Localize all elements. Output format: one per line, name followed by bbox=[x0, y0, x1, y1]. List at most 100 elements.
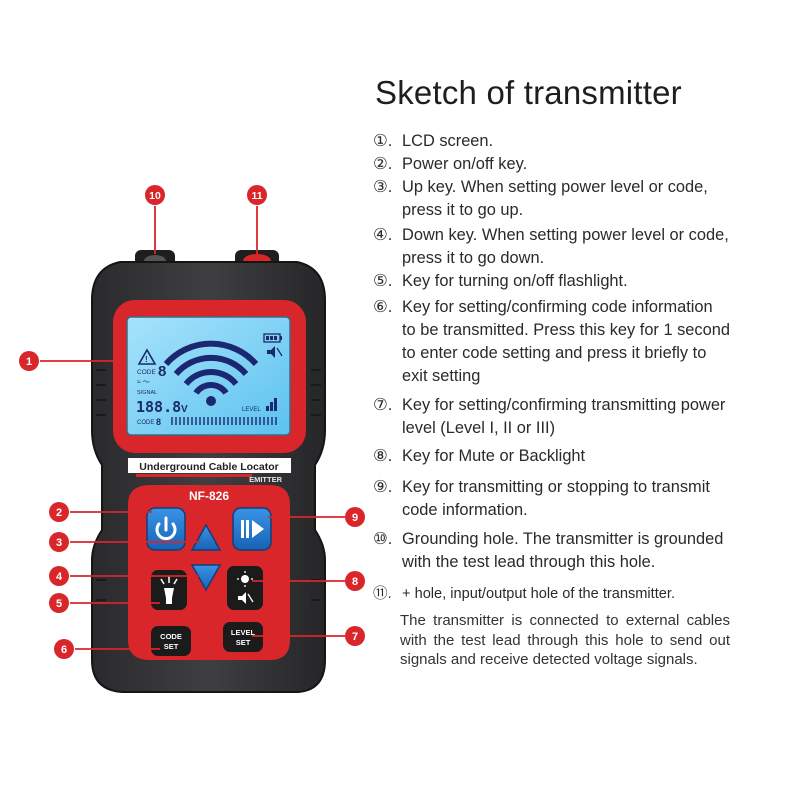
svg-text:8: 8 bbox=[352, 576, 358, 588]
warning-icon bbox=[137, 348, 157, 365]
item-number: ⑤. bbox=[373, 272, 393, 290]
item-number: ②. bbox=[373, 155, 393, 173]
item-line: Key for turning on/off flashlight. bbox=[402, 272, 628, 290]
item-line: code information. bbox=[402, 501, 528, 519]
item-number: ⑩. bbox=[373, 530, 393, 548]
level-bars-icon bbox=[266, 398, 277, 411]
list-item: ④. Down key. When setting power level or… bbox=[373, 224, 729, 270]
item-line: Down key. When setting power level or co… bbox=[402, 226, 729, 244]
lcd-screen bbox=[126, 316, 291, 436]
item-line: press it to go up. bbox=[402, 201, 524, 219]
item-number: ③. bbox=[373, 178, 393, 196]
label-band bbox=[128, 458, 291, 473]
list-item: ③. Up key. When setting power level or c… bbox=[373, 176, 708, 222]
svg-text:4: 4 bbox=[56, 571, 63, 583]
svg-text:2: 2 bbox=[56, 507, 62, 519]
item-line: exit setting bbox=[402, 367, 481, 385]
item-number: ⑨. bbox=[373, 478, 393, 496]
callout-10: 10 bbox=[145, 185, 165, 205]
lcd-voltage: 188.8 bbox=[136, 398, 181, 416]
signal-wave-icon bbox=[163, 340, 259, 395]
callout-11: 11 bbox=[247, 185, 267, 205]
play-pause-icon bbox=[241, 520, 244, 538]
item-line: Key for Mute or Backlight bbox=[402, 447, 586, 465]
model-label: NF-826 bbox=[189, 489, 229, 503]
page-title: Sketch of transmitter bbox=[375, 74, 682, 111]
callout-lines bbox=[40, 206, 345, 650]
list-item: ⑪. + hole, input/output hole of the tran… bbox=[373, 583, 675, 606]
callout-9: 9 bbox=[345, 507, 365, 527]
callout-3: 3 bbox=[49, 532, 69, 552]
item-number: ⑥. bbox=[373, 298, 393, 316]
item-line: Grounding hole. The transmitter is groun… bbox=[402, 530, 724, 548]
svg-text:1: 1 bbox=[26, 356, 32, 368]
svg-text:!: ! bbox=[145, 355, 148, 364]
item-line: Up key. When setting power level or code… bbox=[402, 178, 708, 196]
list-item: ⑥. Key for setting/confirming code infor… bbox=[373, 296, 730, 388]
item-line: Power on/off key. bbox=[402, 155, 528, 173]
callout-2: 2 bbox=[49, 502, 69, 522]
lcd-code-value: 8 bbox=[158, 363, 166, 380]
callout-8: 8 bbox=[345, 571, 365, 591]
list-item: ⑤. Key for turning on/off flashlight. bbox=[373, 270, 628, 293]
lcd-contents: ! CODE 8 ≈ ～ SIGNAL 188.8 V LEVEL CODE 8 bbox=[136, 333, 283, 427]
list-item: ①. LCD screen. bbox=[373, 130, 493, 153]
list-item: ⑩. Grounding hole. The transmitter is gr… bbox=[373, 528, 723, 574]
lcd-code-bottom-value: 8 bbox=[156, 417, 161, 427]
mute-backlight-key[interactable] bbox=[227, 566, 263, 610]
item-number: ⑧. bbox=[373, 447, 393, 465]
list-item: ⑨. Key for transmitting or stopping to t… bbox=[373, 476, 710, 522]
item-line: Key for transmitting or stopping to tran… bbox=[402, 478, 710, 496]
brand-line: Underground Cable Locator bbox=[139, 461, 278, 473]
lcd-signal-label: SIGNAL bbox=[137, 390, 157, 396]
lcd-code-bottom-label: CODE bbox=[137, 420, 154, 426]
mute-speaker-icon bbox=[238, 592, 246, 604]
item-line: Key for setting/confirming code informat… bbox=[402, 298, 713, 316]
flashlight-key[interactable] bbox=[151, 570, 187, 610]
svg-text:7: 7 bbox=[352, 631, 358, 643]
callout-6: 6 bbox=[54, 639, 74, 659]
svg-text:10: 10 bbox=[149, 190, 161, 202]
item-line: to be transmitted. Press this key for 1 … bbox=[402, 321, 730, 339]
item-number: ①. bbox=[373, 132, 393, 150]
flashlight-icon bbox=[164, 588, 174, 598]
level-set-line2: SET bbox=[236, 638, 251, 647]
transmit-button[interactable] bbox=[232, 507, 272, 551]
svg-text:6: 6 bbox=[61, 644, 67, 656]
up-key[interactable] bbox=[190, 523, 222, 551]
lcd-code-label: CODE bbox=[137, 369, 156, 376]
callout-5: 5 bbox=[49, 593, 69, 613]
list-item: ⑧. Key for Mute or Backlight bbox=[373, 445, 585, 468]
callout-7: 7 bbox=[345, 626, 365, 646]
item-line: press it to go down. bbox=[402, 249, 545, 267]
item-line: to enter code setting and press it brief… bbox=[402, 344, 707, 362]
code-set-line1: CODE bbox=[160, 632, 182, 641]
item-line: level (Level I, II or III) bbox=[402, 419, 556, 437]
power-button[interactable] bbox=[146, 507, 186, 551]
wave-icon: ≈ ～ bbox=[137, 379, 150, 386]
svg-text:11: 11 bbox=[251, 190, 262, 202]
code-set-key[interactable]: CODE SET bbox=[151, 626, 191, 656]
down-key[interactable] bbox=[190, 564, 222, 592]
item-number: ⑪. bbox=[373, 586, 392, 602]
lcd-progress-bar bbox=[171, 417, 277, 425]
item-line: + hole, input/output hole of the transmi… bbox=[402, 586, 675, 602]
lcd-voltage-unit: V bbox=[181, 404, 188, 415]
power-icon bbox=[155, 522, 177, 541]
item-line: LCD screen. bbox=[402, 132, 494, 150]
item-line: with the test lead through this hole. bbox=[402, 553, 656, 571]
lcd-level-label: LEVEL bbox=[242, 407, 261, 413]
mute-icon bbox=[267, 346, 275, 358]
backlight-icon bbox=[241, 575, 249, 583]
item-number: ⑦. bbox=[373, 396, 393, 414]
level-set-key[interactable]: LEVEL SET bbox=[223, 622, 263, 652]
list-item: ⑦. Key for setting/confirming transmitti… bbox=[373, 394, 725, 440]
svg-text:5: 5 bbox=[56, 598, 62, 610]
list-item: ②. Power on/off key. bbox=[373, 153, 527, 176]
item-line: Key for setting/confirming transmitting … bbox=[402, 396, 726, 414]
svg-text:3: 3 bbox=[56, 537, 62, 549]
grip-ridges bbox=[96, 369, 321, 601]
item-number: ④. bbox=[373, 226, 393, 244]
callout-1: 1 bbox=[19, 351, 39, 371]
